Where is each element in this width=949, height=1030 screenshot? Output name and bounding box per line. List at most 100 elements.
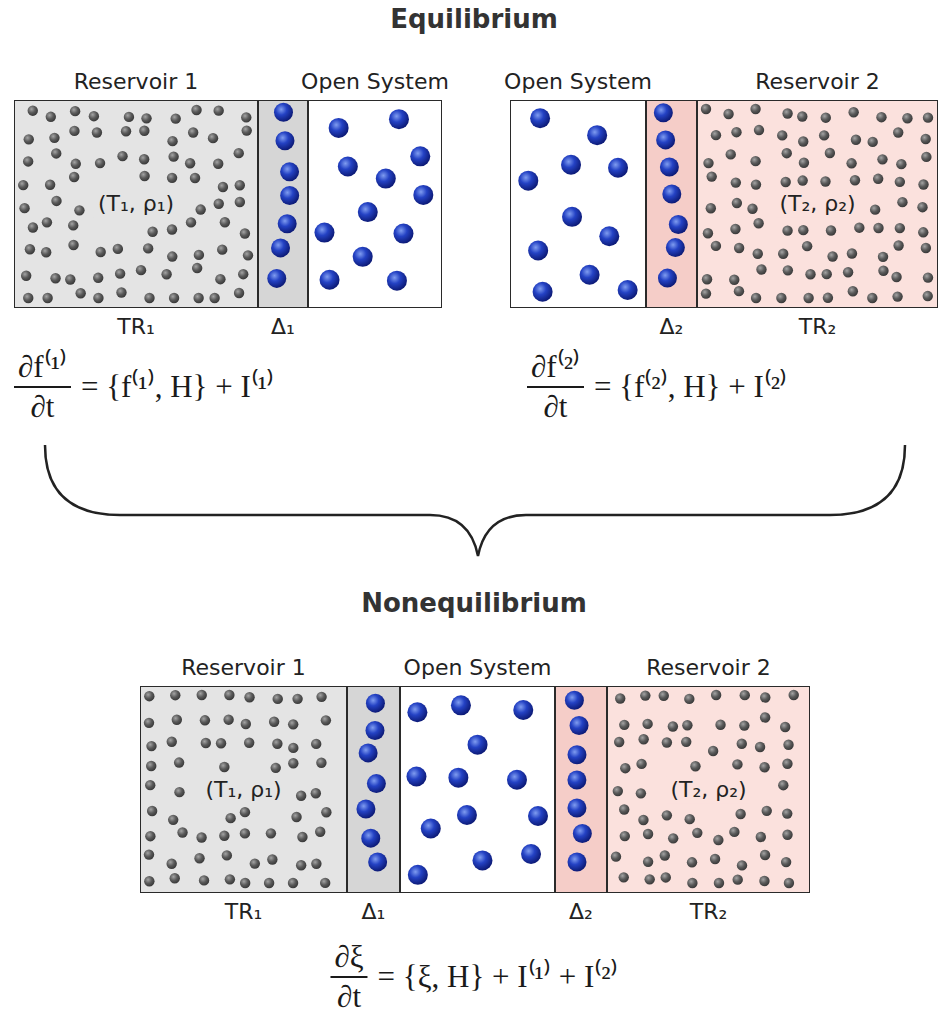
reservoir-particle (620, 763, 630, 773)
reservoir-particle (893, 240, 903, 250)
reservoir-particle (782, 759, 792, 769)
region-label: Δ₂ (660, 314, 684, 339)
system-particle (457, 805, 477, 825)
state-label: (T₂, ρ₂) (666, 776, 750, 803)
reservoir-particle (121, 126, 131, 136)
reservoir-particle (288, 719, 298, 729)
reservoir-particle (701, 104, 711, 114)
system-particle (275, 131, 294, 150)
reservoir-particle (267, 854, 277, 864)
system-particle (356, 799, 375, 818)
reservoir-particle (144, 691, 154, 701)
reservoir-particle (219, 831, 229, 841)
buffer-region: Δ₁ (258, 100, 308, 308)
reservoir-particle (49, 133, 59, 143)
reservoir-particle (311, 739, 321, 749)
reservoir-particle (71, 159, 81, 169)
reservoir-particle (731, 177, 741, 187)
system-particle (408, 865, 428, 885)
reservoir-particle (799, 158, 809, 168)
reservoir-particle (124, 112, 134, 122)
reservoir-particle (614, 737, 624, 747)
reservoir-particle (918, 179, 928, 189)
reservoir-particle (870, 204, 880, 214)
reservoir-particle (264, 878, 274, 888)
reservoir-particle (660, 850, 670, 860)
reservoir-particle (706, 203, 716, 213)
system-particle (567, 770, 586, 789)
system-particle (274, 103, 293, 122)
system-particle (389, 109, 409, 129)
reservoir-particle (781, 857, 791, 867)
system-particle (521, 844, 541, 864)
reservoir-particle (199, 875, 209, 885)
region-heading: Open System (404, 655, 552, 680)
reservoir-particle (196, 832, 206, 842)
reservoir-particle (23, 156, 33, 166)
system-particle (562, 207, 582, 227)
system-particle (393, 224, 413, 244)
reservoir-particle (172, 715, 182, 725)
system-particle (660, 158, 679, 177)
reservoir-particle (68, 240, 78, 250)
reservoir-particle (822, 269, 832, 279)
reservoir-particle (640, 690, 650, 700)
reservoir-particle (782, 808, 792, 818)
fraction-denominator: ∂t (333, 978, 365, 1014)
reservoir-particle (917, 202, 927, 212)
system-particle (410, 146, 430, 166)
system-particle (353, 247, 373, 267)
reservoir-particle (321, 807, 331, 817)
region-label: Δ₂ (569, 899, 593, 924)
reservoir-particle (185, 158, 195, 168)
equation: ∂ξ∂t= {ξ, H} + I⁽¹⁾ + I⁽²⁾ (330, 940, 617, 1014)
reservoir-particle (269, 717, 279, 727)
reservoir-particle (51, 196, 61, 206)
system-particle (358, 202, 378, 222)
reservoir-particle (217, 244, 227, 254)
system-particle (669, 215, 688, 234)
reservoir-particle (225, 813, 235, 823)
reservoir-particle (240, 878, 250, 888)
reservoir-particle (200, 715, 210, 725)
reservoir-particle (311, 859, 321, 869)
particles (259, 101, 306, 306)
reservoir-particle (315, 826, 325, 836)
reservoir-particle (734, 286, 744, 296)
system-particle (654, 103, 673, 122)
reservoir-particle (225, 874, 235, 884)
particles (511, 101, 644, 306)
reservoir-particle (619, 804, 629, 814)
reservoir-particle (819, 130, 829, 140)
reservoir-particle (296, 860, 306, 870)
region-heading: Reservoir 1 (181, 655, 306, 680)
reservoir-particle (25, 244, 35, 254)
equation-text: = {f⁽²⁾, H} + I⁽²⁾ (594, 370, 787, 404)
system-particle (314, 223, 334, 243)
system-particle (329, 118, 349, 138)
reservoir-particle (92, 127, 102, 137)
system-particle (338, 157, 358, 177)
reservoir-particle (643, 857, 653, 867)
reservoir-particle (224, 690, 234, 700)
reservoir-particle (668, 833, 678, 843)
reservoir-particle (266, 828, 276, 838)
reservoir-particle (684, 694, 694, 704)
reservoir-box: Reservoir 1(T₁, ρ₁)TR₁ (14, 100, 258, 308)
open-system-box: Open System (308, 100, 442, 308)
reservoir-particle (620, 831, 630, 841)
section-title: Equilibrium (390, 4, 558, 34)
reservoir-particle (687, 857, 697, 867)
reservoir-particle (19, 203, 29, 213)
reservoir-particle (241, 719, 251, 729)
reservoir-particle (214, 199, 224, 209)
reservoir-particle (139, 126, 149, 136)
buffer-region: Δ₂ (555, 686, 607, 893)
reservoir-particle (219, 762, 229, 772)
reservoir-particle (726, 149, 736, 159)
reservoir-particle (141, 113, 151, 123)
reservoir-particle (241, 112, 251, 122)
reservoir-particle (194, 250, 204, 260)
region-heading: Reservoir 1 (74, 69, 199, 94)
reservoir-particle (316, 758, 326, 768)
